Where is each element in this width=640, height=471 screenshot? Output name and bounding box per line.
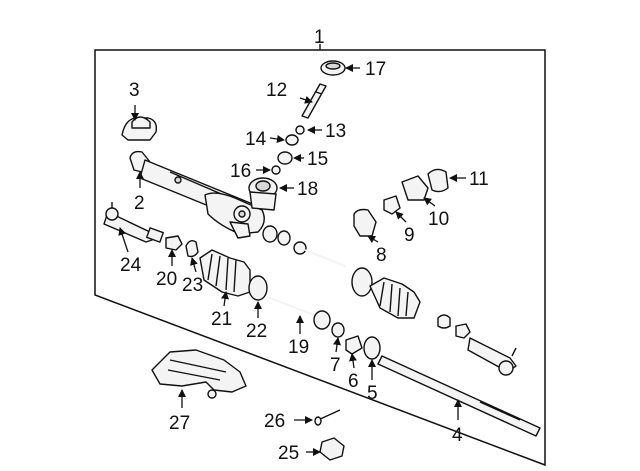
small-seal-ring-part (331, 322, 345, 338)
right-boot-part (369, 277, 421, 319)
right-inner-tie-rod-part (293, 241, 346, 267)
pinion-washer-part (271, 165, 281, 175)
pinion-nut-part (277, 151, 293, 165)
callout-16: 16 (230, 161, 251, 182)
left-tie-rod-end-part (103, 202, 164, 243)
callout-8: 8 (376, 245, 387, 266)
steering-rack-part (377, 355, 541, 437)
callout-1: 1 (314, 27, 325, 48)
callout-5: 5 (367, 383, 378, 404)
leader-arrows (118, 64, 466, 456)
left-inner-tie-rod-part (269, 297, 331, 330)
pinion-seal-part (295, 125, 305, 135)
callout-12: 12 (266, 80, 287, 101)
left-boot-part (199, 249, 251, 297)
yoke-spring-part (383, 195, 401, 215)
callout-18: 18 (297, 179, 318, 200)
jam-nut-right-part (455, 323, 471, 339)
boot-clamp-small-right-part (437, 314, 451, 329)
mount-bracket-part (121, 116, 158, 141)
callout-3: 3 (129, 80, 140, 101)
callout-15: 15 (307, 149, 328, 170)
boot-clamp-ring-left-part (248, 275, 268, 301)
callout-11: 11 (469, 169, 489, 190)
right-tie-rod-end-part (467, 337, 517, 376)
mounting-bolt-part (314, 409, 341, 426)
pinion-bearing-part (285, 134, 299, 146)
callout-13: 13 (325, 121, 346, 142)
callout-labels: 1 2 3 4 5 6 7 8 9 10 11 12 13 14 15 16 1… (120, 27, 489, 464)
yoke-part (401, 175, 429, 201)
callout-19: 19 (288, 337, 309, 358)
callout-21: 21 (211, 309, 232, 330)
jam-nut-left-part (165, 235, 183, 251)
pinion-shaft-part (301, 83, 327, 119)
callout-4: 4 (452, 425, 463, 446)
rack-seal-washer-part (277, 230, 291, 246)
callout-2: 2 (134, 193, 145, 214)
yoke-plug-part (353, 208, 377, 237)
pinion-housing-part (248, 177, 278, 211)
callout-17: 17 (365, 59, 386, 80)
callout-6: 6 (348, 371, 359, 392)
callout-10: 10 (428, 209, 449, 230)
callout-14: 14 (245, 129, 267, 150)
heat-shield-part (151, 349, 247, 399)
pinion-cover-part (320, 60, 346, 76)
mounting-nut-part (319, 437, 345, 461)
boot-clamp-ring-right-part (351, 267, 373, 297)
callout-24: 24 (120, 255, 142, 276)
callout-20: 20 (156, 269, 177, 290)
callout-23: 23 (182, 275, 203, 296)
callout-7: 7 (330, 355, 341, 376)
yoke-locknut-part (427, 168, 449, 193)
rack-seal-ring-part (262, 225, 278, 243)
gear-housing-part (139, 159, 265, 239)
callout-25: 25 (278, 443, 299, 464)
callout-27: 27 (169, 413, 190, 434)
callout-22: 22 (246, 321, 267, 342)
callout-9: 9 (404, 225, 415, 246)
boot-clamp-small-left-part (185, 239, 199, 258)
assembly-boundary (94, 49, 546, 467)
rack-bushing-part (345, 335, 363, 355)
callout-26: 26 (264, 411, 285, 432)
large-seal-ring-part (363, 336, 381, 360)
